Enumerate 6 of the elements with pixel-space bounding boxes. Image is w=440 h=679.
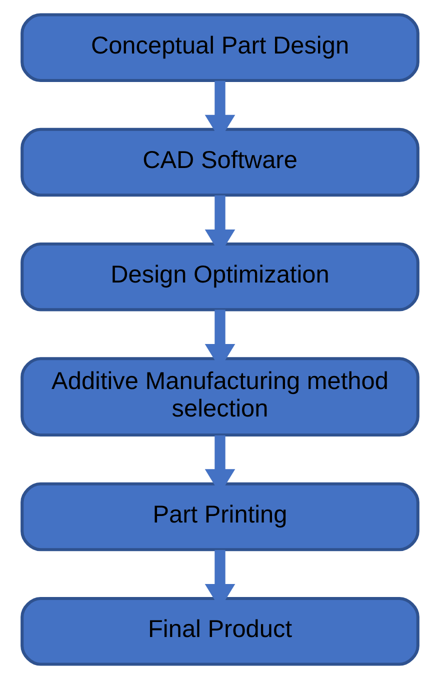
node-box: CAD Software: [20, 128, 420, 197]
node-box: Part Printing: [20, 482, 420, 552]
node-box: Conceptual Part Design: [20, 13, 420, 82]
node-box: Design Optimization: [20, 242, 420, 312]
node-box: Final Product: [20, 596, 420, 666]
node-box: Additive Manufacturing method selection: [20, 357, 420, 437]
